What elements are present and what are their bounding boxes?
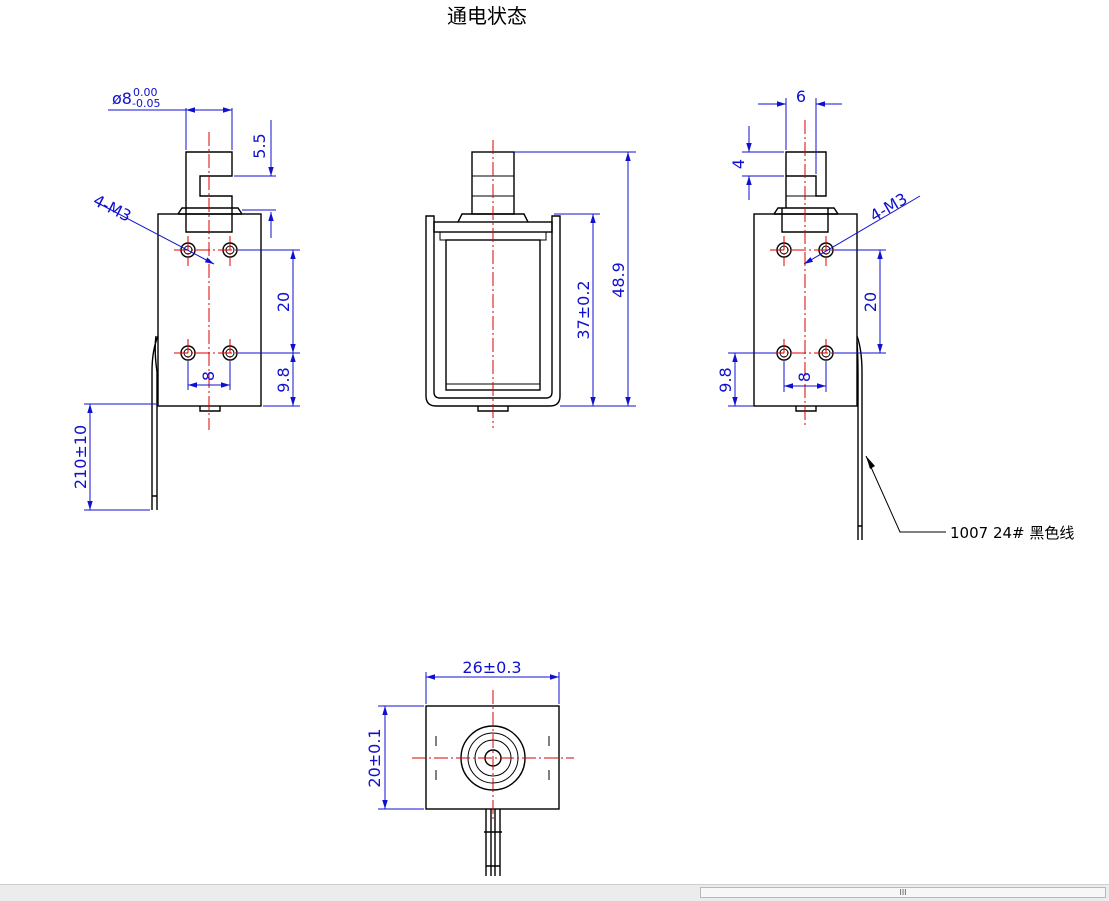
right-width-dimension: 6: [758, 87, 842, 174]
right-hole-horizontal-label: 8: [795, 372, 814, 382]
bottom-width-dimension: 26±0.3: [425, 658, 560, 704]
front-thread-label: 4-M3: [90, 191, 134, 226]
plunger-ext-label: 5.5: [250, 133, 269, 158]
bottom-lead-wires: [484, 809, 502, 876]
right-lead-wire: [856, 335, 863, 540]
front-bottom-notch: [199, 406, 221, 412]
right-plunger: [785, 151, 827, 208]
front-hole-vertical-label: 20: [274, 292, 293, 312]
right-thread-callout: 4-M3: [803, 189, 921, 265]
overall-height-label: 48.9: [609, 262, 628, 298]
diameter-tol-upper: 0.00: [133, 86, 158, 99]
wire-callout-label: 1007 24# 黑色线: [950, 524, 1074, 542]
front-lead-wire: [151, 335, 159, 510]
right-hole-horizontal-dimension: 8: [783, 362, 827, 392]
bottom-width-label: 26±0.3: [462, 658, 521, 677]
scrollbar-thumb[interactable]: III: [700, 887, 1106, 898]
horizontal-scrollbar[interactable]: III: [0, 884, 1109, 901]
right-hole-vertical-dimension: 20: [834, 249, 886, 354]
diameter-tol-lower: -0.05: [132, 97, 160, 110]
right-thread-label: 4-M3: [867, 189, 911, 225]
wire-callout: 1007 24# 黑色线: [865, 455, 1074, 542]
front-hole-horizontal-label: 8: [199, 371, 218, 381]
front-hole-vertical-dimension: 20 9.8: [238, 249, 300, 407]
front-plunger-extension-dimension: 5.5: [234, 120, 276, 238]
front-hole-bottom-label: 9.8: [274, 367, 293, 392]
diameter-label: ø8: [112, 89, 132, 108]
lead-length-label: 210±10: [71, 425, 90, 489]
right-width-label: 6: [796, 87, 806, 106]
front-hole-horizontal-dimension: 8: [187, 362, 231, 390]
right-flange: [773, 207, 839, 233]
right-hole-bottom-dimension: 9.8: [716, 352, 776, 407]
front-plunger: [185, 151, 233, 208]
right-view: 6 4 4-M3 20 9.8: [716, 87, 1074, 542]
right-hole-bottom-label: 9.8: [716, 367, 735, 392]
right-height-label: 4: [729, 159, 748, 169]
front-thread-callout: 4-M3: [90, 191, 215, 265]
side-height-dimensions: 37±0.2 48.9: [514, 151, 636, 407]
right-hole-vertical-label: 20: [861, 292, 880, 312]
bottom-height-label: 20±0.1: [365, 728, 384, 787]
side-view: 37±0.2 48.9: [425, 140, 636, 428]
bottom-height-dimension: 20±0.1: [365, 705, 424, 810]
side-u-frame: [425, 215, 561, 407]
front-lead-length-dimension: 210±10: [71, 403, 158, 511]
side-plunger: [471, 151, 515, 215]
right-height-dimension: 4: [729, 126, 784, 200]
bottom-view: 26±0.3 20±0.1: [365, 658, 574, 876]
front-flange: [177, 207, 243, 233]
front-diameter-dimension: ø8 0.00 -0.05: [108, 86, 233, 150]
drawing-title: 通电状态: [447, 4, 527, 28]
front-view: ø8 0.00 -0.05 5.5 4-M3 20 9.8: [71, 86, 300, 511]
frame-height-label: 37±0.2: [574, 280, 593, 339]
